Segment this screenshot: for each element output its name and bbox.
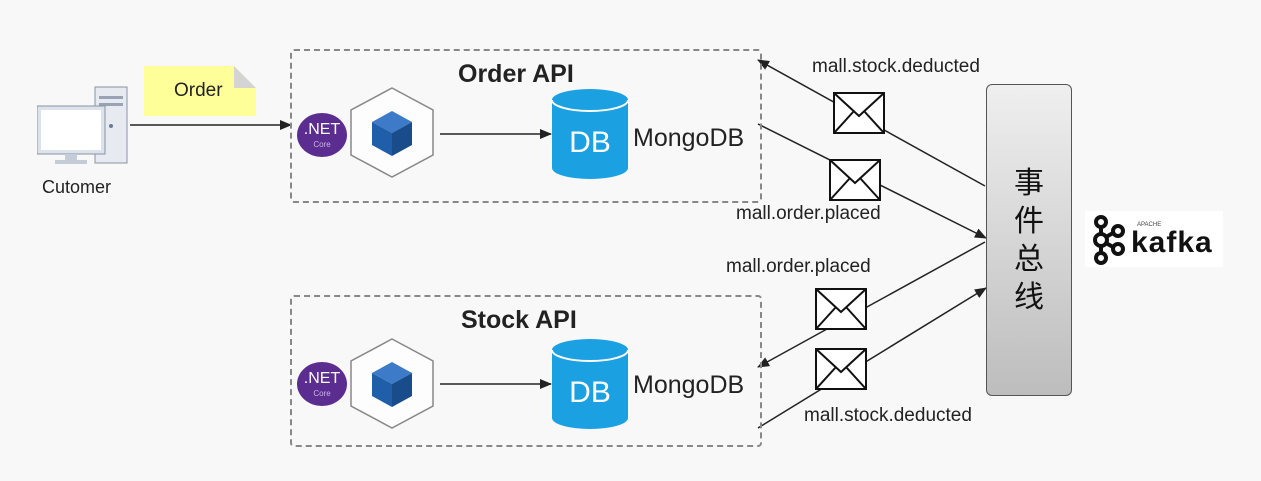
event-bus-char: 事	[1014, 166, 1044, 201]
order-db-label: MongoDB	[633, 124, 745, 152]
envelope-icon	[815, 288, 867, 330]
order-note: Order	[144, 66, 256, 116]
msg-label-stock-deducted-bottom: mall.stock.deducted	[804, 405, 972, 426]
order-api-title: Order API	[458, 60, 574, 88]
envelope-icon	[829, 159, 881, 201]
database-icon: DB	[551, 338, 629, 430]
customer-label: Cutomer	[42, 177, 112, 197]
database-icon: DB	[551, 88, 629, 180]
event-bus-char: 件	[1014, 204, 1044, 239]
event-bus-char: 线	[1014, 280, 1044, 315]
dotnet-icon: .NET Core	[297, 362, 347, 406]
stock-api-container	[290, 295, 762, 447]
bus-to-stock-arrow	[757, 241, 986, 368]
event-bus-char: 总	[1014, 242, 1044, 277]
order-note-label: Order	[174, 80, 223, 101]
msg-label-order-placed-bottom: mall.order.placed	[726, 256, 871, 277]
envelope-icon	[833, 92, 885, 134]
computer-icon	[36, 86, 132, 166]
stock-db-label: MongoDB	[633, 371, 745, 399]
msg-label-order-placed-top: mall.order.placed	[736, 203, 881, 224]
kafka-icon	[1093, 215, 1125, 265]
envelope-icon	[815, 348, 867, 390]
msg-label-stock-deducted-top: mall.stock.deducted	[812, 56, 980, 77]
kafka-tag: APACHE	[1137, 222, 1162, 228]
order-api-container	[290, 49, 762, 203]
stock-api-title: Stock API	[461, 306, 577, 334]
kafka-logo: APACHE kafka	[1085, 211, 1223, 267]
event-bus: 事 件 总 线	[986, 84, 1072, 396]
container-cube-icon	[345, 85, 439, 179]
stock-to-bus-arrow	[757, 287, 987, 429]
kafka-wordmark: kafka	[1131, 226, 1213, 259]
dotnet-icon: .NET Core	[297, 113, 347, 157]
container-cube-icon	[345, 336, 439, 430]
